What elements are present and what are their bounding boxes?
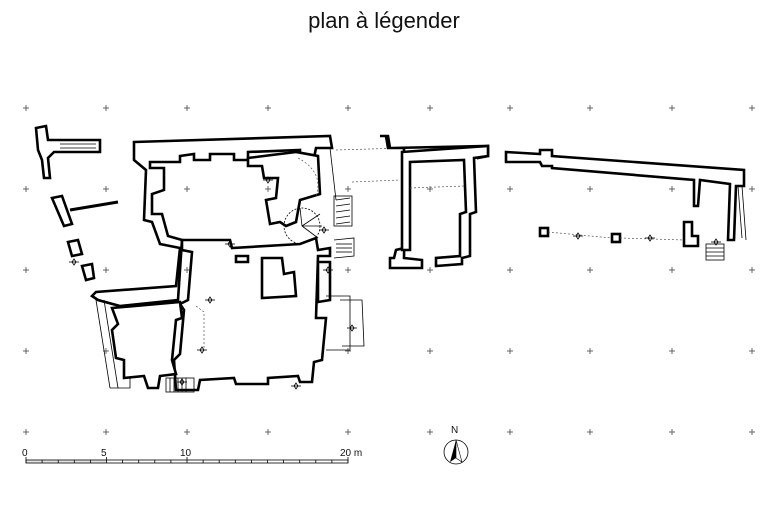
north-label: N	[451, 425, 458, 436]
scale-label-10: 10	[180, 448, 192, 459]
scale-label-20m: 20 m	[340, 448, 362, 459]
scale-bar: 0 5 10 20 m	[22, 448, 362, 464]
grid-crosses	[23, 105, 755, 435]
plan-title: plan à légender	[308, 8, 460, 33]
right-wing	[504, 148, 747, 261]
east-block	[329, 134, 490, 270]
left-wing-fragment	[34, 124, 119, 282]
scale-label-5: 5	[101, 448, 107, 459]
scale-label-0: 0	[22, 448, 28, 459]
central-building	[89, 134, 365, 393]
north-arrow: N	[443, 425, 469, 465]
level-markers	[69, 176, 721, 390]
